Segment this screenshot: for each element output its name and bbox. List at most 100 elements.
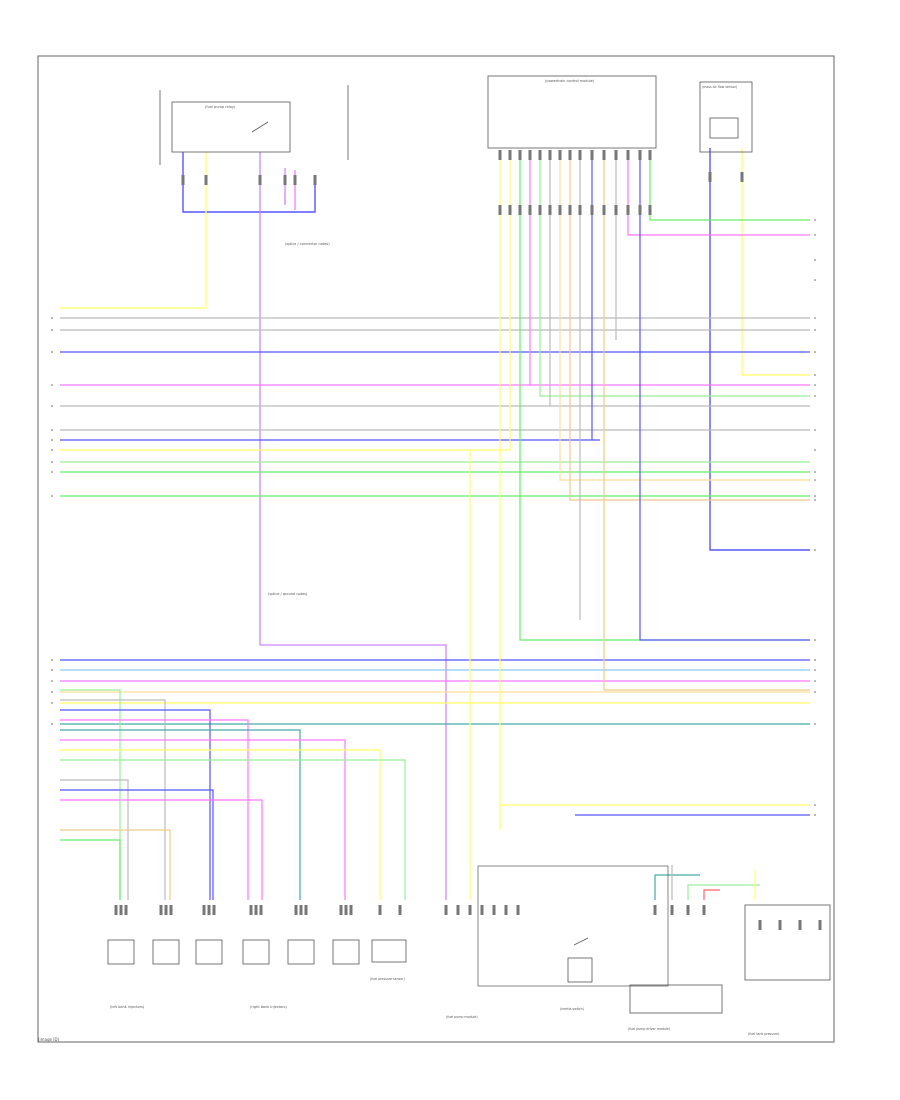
terminal-marker [814, 804, 816, 806]
pcm-pin-a [626, 150, 630, 160]
terminal-marker [814, 495, 816, 497]
terminal-marker [814, 479, 816, 481]
fuel-pump-module-pin [504, 905, 508, 915]
terminal-marker [814, 659, 816, 661]
pcm-pin-a [602, 150, 606, 160]
tank-pin [778, 920, 782, 930]
inertia-switch-label: (inertia switch) [560, 1007, 584, 1011]
pcm-pin-b [538, 205, 542, 215]
maf-sensor-box [699, 81, 753, 153]
terminal-marker [51, 680, 53, 682]
fuel-pump-relay-label: (fuel pump relay) [205, 105, 236, 109]
right-injectors-label: (right bank injectors) [250, 1005, 287, 1009]
fuel-pump-module-pin [492, 905, 496, 915]
pcm-label: (powertrain control module) [545, 79, 595, 83]
wire-37 [603, 160, 810, 691]
figure-id: (image ID) [38, 1037, 60, 1042]
injector-pin [114, 905, 118, 915]
terminal-marker [814, 669, 816, 671]
injector-pin [339, 905, 343, 915]
fuel-pump-module-pin [480, 905, 484, 915]
injector-box-3 [195, 939, 223, 965]
wires [60, 148, 810, 900]
injector-box-2 [152, 939, 180, 965]
wire-3 [259, 152, 447, 900]
terminal-marker [814, 814, 816, 816]
relay-connector-pin [258, 175, 262, 185]
wire-49 [60, 759, 406, 900]
maf-pin [740, 172, 744, 182]
injector-pin [254, 905, 258, 915]
pcm-pin-b [518, 205, 522, 215]
terminal-marker [51, 471, 53, 473]
wire-31 [539, 160, 810, 397]
wire-45 [60, 719, 249, 900]
pcm-pin-b [558, 205, 562, 215]
fp-pin [378, 905, 382, 915]
mid-note: (splice / ground notes) [268, 592, 308, 596]
fuel-pressure-box [371, 939, 407, 963]
fp-pin [398, 905, 402, 915]
injector-box-1 [107, 939, 135, 965]
maf-sensor-inner [709, 117, 739, 139]
terminal-marker [51, 702, 53, 704]
inertia-switch-box [567, 957, 593, 983]
wire-50 [60, 779, 129, 900]
fuel-pump-driver-label: (fuel pump driver module) [628, 1027, 670, 1031]
terminal-marker [814, 317, 816, 319]
injector-pin [349, 905, 353, 915]
driver-pin [653, 905, 657, 915]
terminal-marker [51, 439, 53, 441]
maf-pin [708, 172, 712, 182]
pcm-pin-a [548, 150, 552, 160]
terminal-marker [814, 639, 816, 641]
terminal-marker [814, 549, 816, 551]
injector-pin [212, 905, 216, 915]
tank-pin [818, 920, 822, 930]
terminal-marker [814, 691, 816, 693]
fuel-pressure-label: (fuel pressure sensor) [370, 977, 405, 981]
pcm-pin-b [648, 205, 652, 215]
pcm-pin-b [626, 205, 630, 215]
wire-39 [627, 160, 810, 236]
fuel-pump-module-frame [477, 865, 669, 987]
injector-pin [304, 905, 308, 915]
wire-42 [60, 689, 121, 900]
driver-pin [686, 905, 690, 915]
wire-46 [60, 729, 301, 900]
terminal-marker [814, 499, 816, 501]
driver-pin [670, 905, 674, 915]
terminal-marker [814, 449, 816, 451]
fuel-pump-relay-box [171, 101, 291, 153]
pcm-pin-a [590, 150, 594, 160]
terminal-marker [51, 405, 53, 407]
injector-pin [124, 905, 128, 915]
injector-pin [299, 905, 303, 915]
wire-7 [741, 148, 810, 376]
fuel-pump-module-label: (fuel pump module) [446, 1015, 478, 1019]
fuel-tank-pressure-frame [744, 904, 831, 981]
wire-41 [649, 160, 810, 221]
wire-48 [60, 749, 381, 900]
left-injectors-label: (left bank injectors) [110, 1005, 145, 1009]
wire-34 [569, 160, 810, 501]
injector-box-5 [287, 939, 315, 965]
wire-33 [559, 160, 810, 481]
injector-pin [164, 905, 168, 915]
pcm-pin-b [590, 205, 594, 215]
terminal-marker [814, 279, 816, 281]
wire-43 [60, 699, 166, 900]
terminal-marker [51, 317, 53, 319]
pcm-pin-a [638, 150, 642, 160]
driver-pin [702, 905, 706, 915]
terminal-marker [814, 351, 816, 353]
injector-pin [202, 905, 206, 915]
terminal-marker [814, 723, 816, 725]
wire-2 [60, 152, 207, 309]
terminal-marker [51, 461, 53, 463]
terminal-marker [814, 680, 816, 682]
wire-29 [519, 160, 810, 641]
terminal-marker [814, 395, 816, 397]
fuel-tank-label: (fuel tank pressure) [748, 1032, 779, 1036]
